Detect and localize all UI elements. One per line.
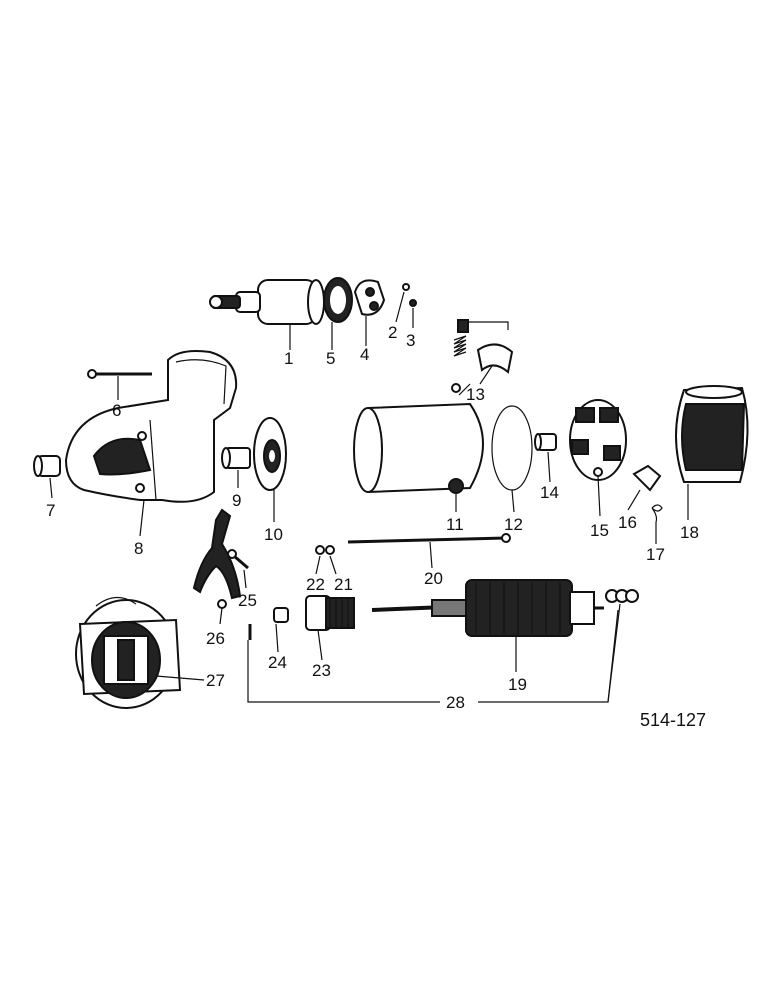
part-27-field-coil: [75, 596, 182, 709]
part-18-band: [675, 385, 749, 483]
part-17-spring: [651, 504, 663, 523]
callout-12: 12: [504, 515, 523, 534]
callout-4: 4: [360, 345, 369, 364]
part-10-plate: [253, 417, 287, 491]
part-6-bolt: [87, 369, 152, 379]
callout-7: 7: [46, 501, 55, 520]
callout-9: 9: [232, 491, 241, 510]
part-9-bearing: [221, 447, 251, 469]
callout-14: 14: [540, 483, 559, 502]
part-14-bushing: [534, 433, 557, 451]
part-2-nut: [402, 283, 410, 291]
callout-5: 5: [326, 349, 335, 368]
part-15-brush-holder: [569, 399, 627, 481]
callout-6: 6: [112, 401, 121, 420]
part-16-brush-clip: [632, 464, 662, 492]
part-23-drive-pinion: [305, 595, 355, 631]
callout-10: 10: [264, 525, 283, 544]
callout-1: 1: [284, 349, 293, 368]
callout-23: 23: [312, 661, 331, 680]
callout-21: 21: [334, 575, 353, 594]
part-21-washer: [325, 545, 335, 555]
callout-28: 28: [446, 693, 465, 712]
part-22-washer: [315, 545, 325, 555]
field-frame-cylinder: [353, 402, 484, 493]
part-7-bushing: [33, 455, 61, 477]
callout-8: 8: [134, 539, 143, 558]
reference-number: 514-127: [640, 710, 706, 730]
callout-24: 24: [268, 653, 287, 672]
callout-18: 18: [680, 523, 699, 542]
callout-26: 26: [206, 629, 225, 648]
part-5-gasket: [323, 277, 353, 323]
part-12-o-ring: [491, 405, 533, 491]
callout-13: 13: [466, 385, 485, 404]
callout-19: 19: [508, 675, 527, 694]
part-3-washer: [409, 299, 417, 307]
callout-3: 3: [406, 331, 415, 350]
callout-25: 25: [238, 591, 257, 610]
callout-22: 22: [306, 575, 325, 594]
part-24-ring: [273, 607, 289, 623]
part-8-drive-housing: [64, 350, 238, 503]
callout-20: 20: [424, 569, 443, 588]
part-20-through-bolt: [347, 533, 511, 544]
part-26-shift-lever: [192, 508, 242, 609]
part-1-solenoid: [209, 279, 325, 325]
callout-27: 27: [206, 671, 225, 690]
part-4-solenoid-cover: [353, 279, 386, 316]
callout-2: 2: [388, 323, 397, 342]
callout-17: 17: [646, 545, 665, 564]
part-28-end-washers: [605, 589, 639, 603]
part-13-spring-assembly: [451, 319, 514, 393]
callout-16: 16: [618, 513, 637, 532]
callout-15: 15: [590, 521, 609, 540]
callout-11: 11: [446, 515, 464, 534]
part-11-terminal: [448, 478, 464, 494]
part-19-armature: [371, 579, 604, 637]
